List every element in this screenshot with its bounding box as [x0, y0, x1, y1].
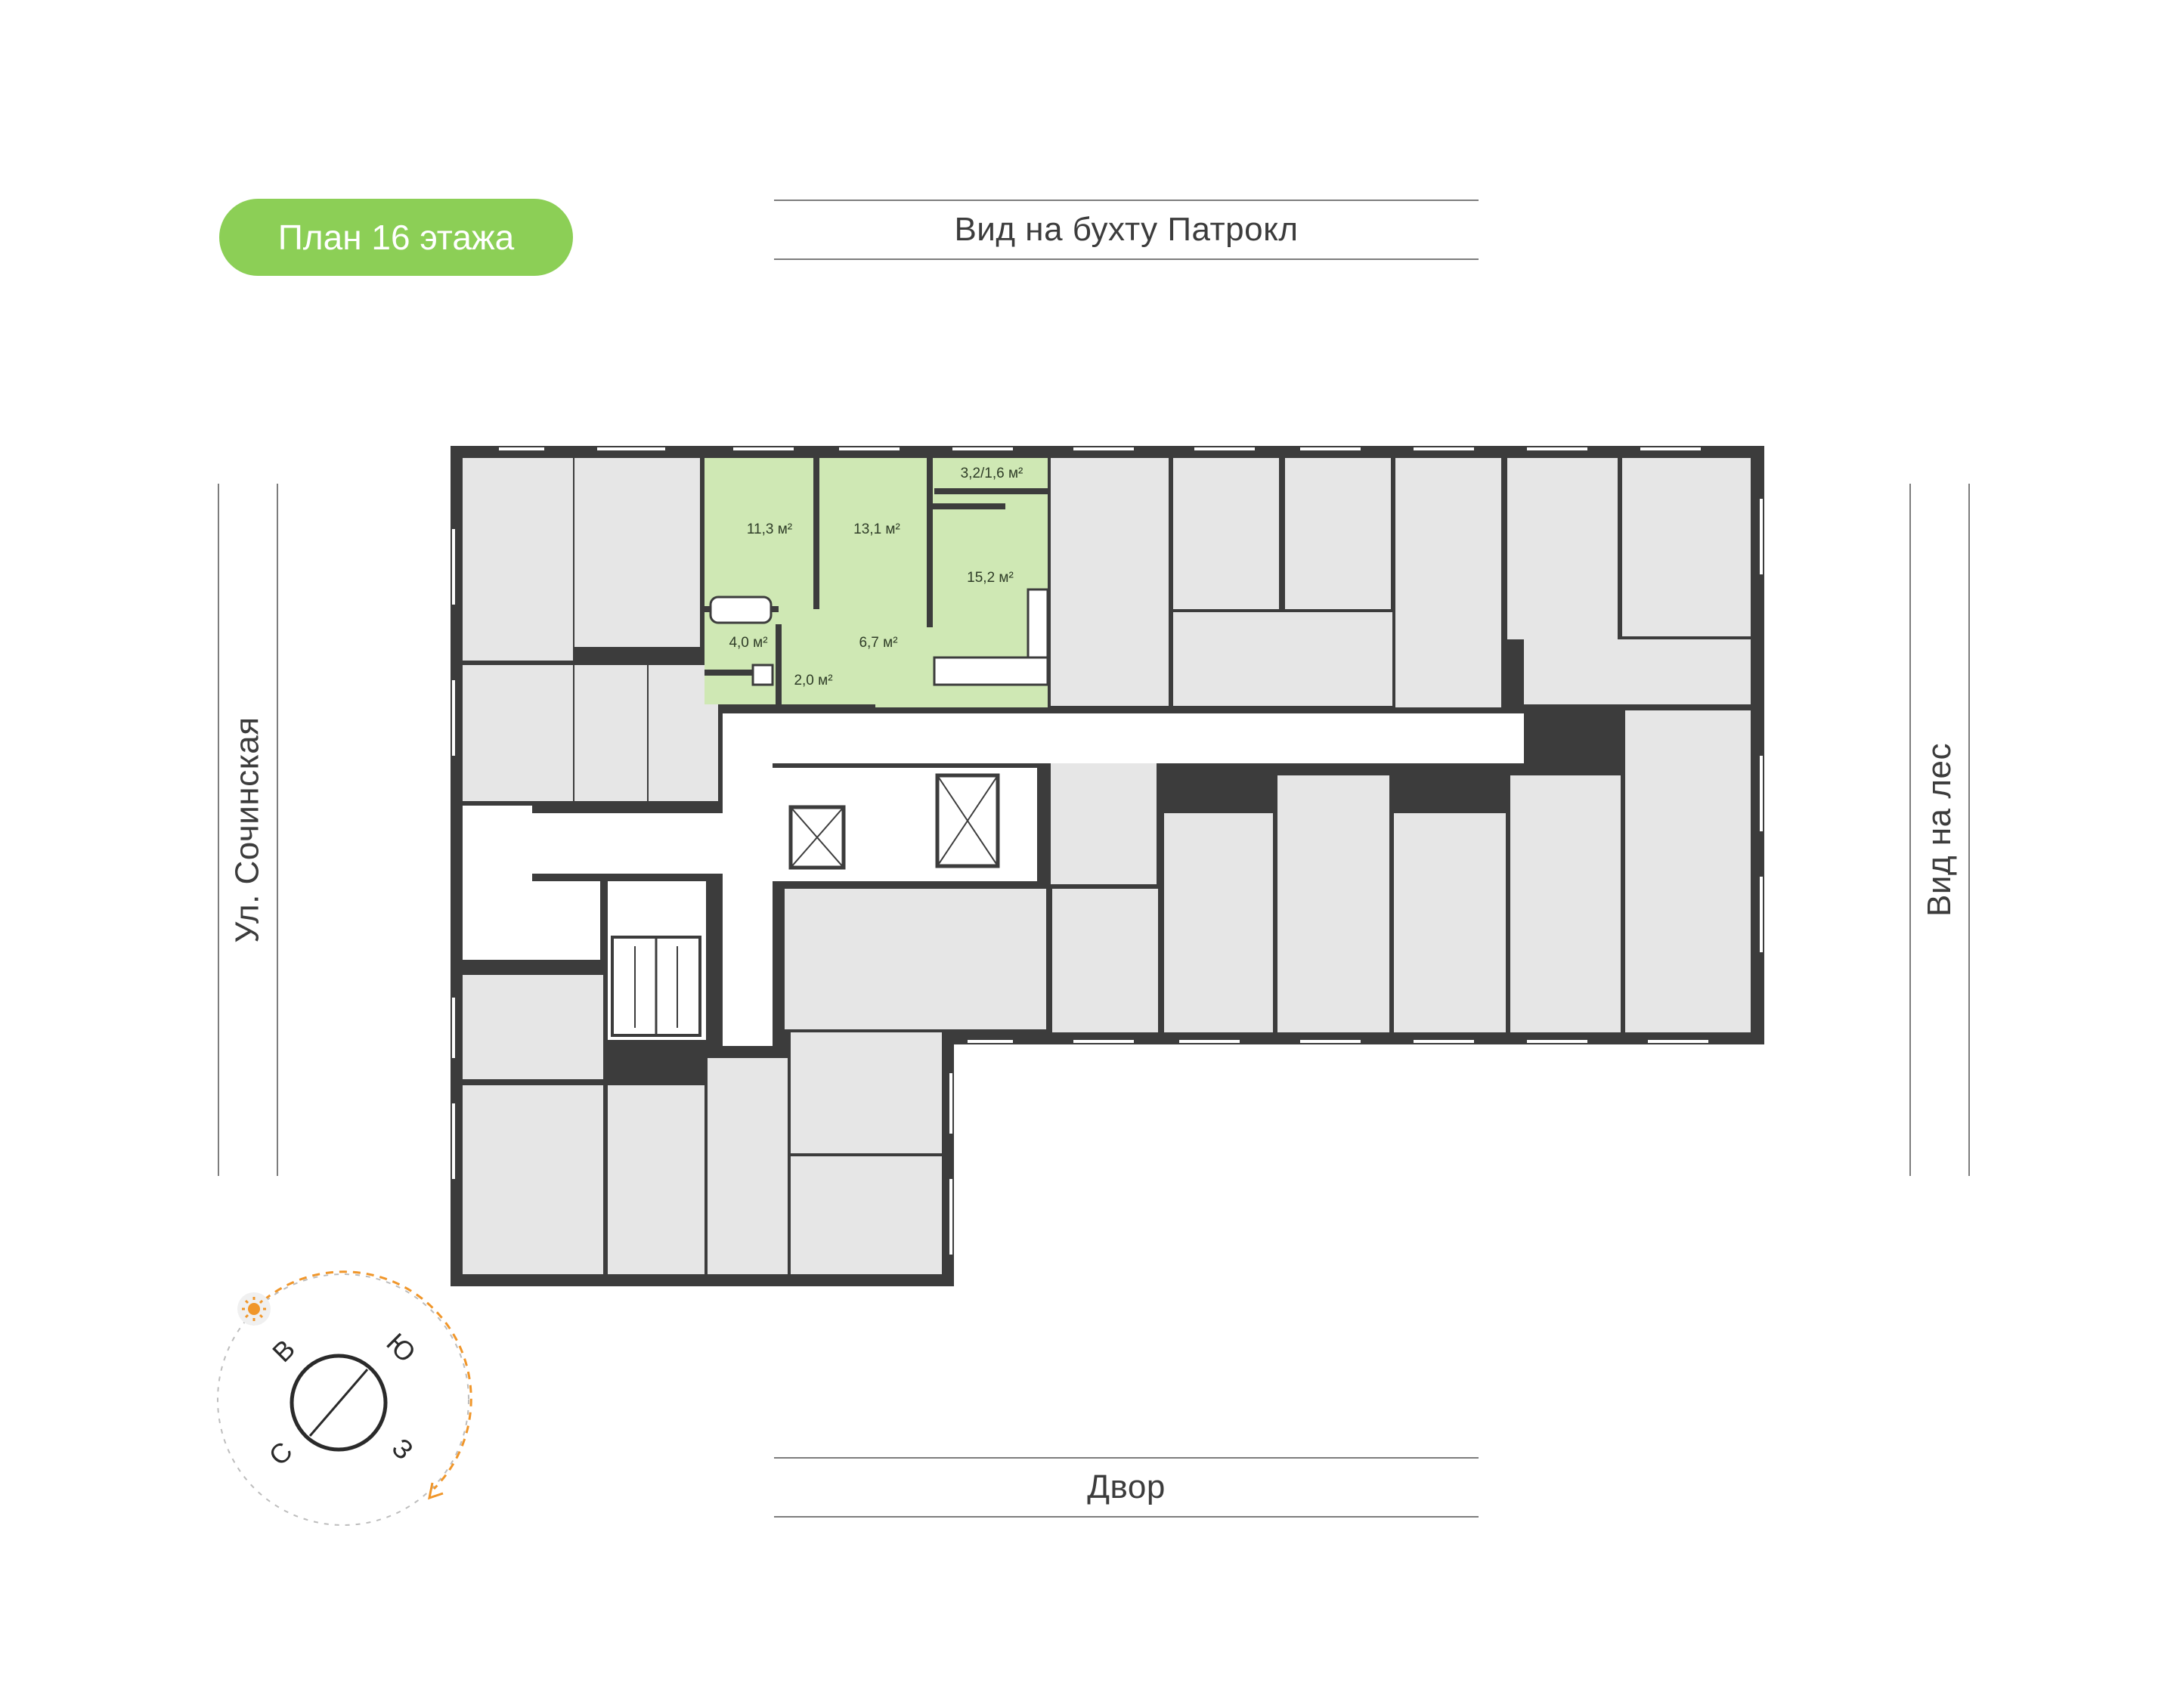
view-left-label-frame: Ул. Сочинская: [218, 484, 278, 1176]
rooms: [463, 458, 1751, 1274]
room-2-area: 13,1 м²: [853, 521, 900, 537]
sun-path: [252, 1270, 472, 1490]
storage-area: 2,0 м²: [794, 673, 832, 688]
compass: С В Ю З: [217, 1270, 472, 1526]
sun-icon: [237, 1292, 271, 1326]
compass-outer-ring: [217, 1273, 469, 1526]
hall-area: 6,7 м²: [859, 635, 897, 651]
floor-title-badge: План 16 этажа: [219, 199, 573, 276]
room-1-area: 11,3 м²: [747, 521, 792, 537]
highlighted-apartment: 11,3 м² 13,1 м² 3,2/1,6 м² 15,2 м² 6,7 м…: [705, 458, 1049, 707]
compass-circle: [290, 1354, 388, 1452]
view-top-label: Вид на бухту Патрокл: [954, 211, 1299, 248]
windows: [452, 447, 1763, 1255]
stairs: [611, 936, 701, 1037]
compass-north: С: [262, 1435, 298, 1471]
elevator-1: [788, 805, 846, 870]
compass-needle-icon: [308, 1369, 369, 1437]
compass-south: Ю: [380, 1327, 422, 1369]
floor-title: План 16 этажа: [277, 218, 515, 257]
view-right-label-frame: Вид на лес: [1909, 484, 1970, 1176]
sun-path-arrow-icon: [428, 1482, 444, 1500]
compass-east: В: [266, 1333, 301, 1368]
view-top-label-frame: Вид на бухту Патрокл: [774, 200, 1479, 260]
view-bottom-label-frame: Двор: [774, 1457, 1479, 1518]
compass-west: З: [386, 1432, 420, 1465]
balcony-area: 3,2/1,6 м²: [961, 466, 1023, 481]
bathroom-area: 4,0 м²: [729, 635, 767, 651]
view-bottom-label: Двор: [1087, 1468, 1166, 1505]
elevator-2: [935, 773, 1000, 868]
kitchen-living-area: 15,2 м²: [967, 570, 1014, 586]
